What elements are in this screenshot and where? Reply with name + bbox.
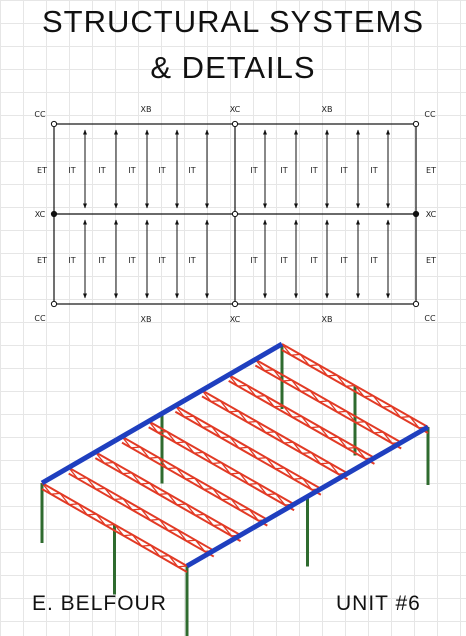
joist-web [228, 374, 375, 460]
joist-truss-3 [201, 389, 349, 481]
label-cc-tr: CC [424, 110, 436, 119]
joist-truss-0 [281, 343, 429, 434]
joist-bottom-chord [148, 426, 295, 512]
label-xb-tr: XB [322, 105, 333, 114]
label-et-left-0: ET [37, 166, 47, 175]
joist-bottom-chord [281, 349, 429, 434]
plan-node-3 [50, 210, 58, 218]
label-it-1-6: IT [280, 256, 287, 265]
joist-web [174, 405, 321, 491]
joist-web [121, 436, 268, 522]
label-it-0-9: IT [370, 166, 377, 175]
title-line-1: STRUCTURAL SYSTEMS [41, 4, 424, 39]
label-xc-right: XC [426, 210, 437, 219]
joist-truss-8 [68, 466, 215, 558]
label-it-0-0: IT [68, 166, 75, 175]
joist-web [68, 467, 214, 553]
label-it-0-6: IT [280, 166, 287, 175]
label-cc-br: CC [424, 314, 436, 323]
label-et-left-1: ET [37, 256, 47, 265]
plan-node-4 [231, 210, 239, 218]
joist-bottom-chord [254, 364, 402, 450]
label-xc-left: XC [35, 210, 46, 219]
joist-truss-6 [121, 435, 268, 527]
unit-number: UNIT #6 [336, 592, 421, 615]
label-xc-bottom: XC [230, 315, 241, 324]
joist-bottom-chord [94, 457, 242, 542]
label-it-1-2: IT [128, 256, 135, 265]
joist-web [201, 389, 348, 475]
joist-truss-9 [41, 482, 188, 573]
joist-bottom-chord [228, 380, 375, 465]
label-it-0-7: IT [310, 166, 317, 175]
label-it-0-1: IT [98, 166, 105, 175]
label-it-0-2: IT [128, 166, 135, 175]
joist-truss-1 [254, 358, 402, 450]
plan-node-6 [50, 300, 58, 308]
joist-web [281, 343, 429, 429]
girder-right [185, 424, 430, 569]
joist-truss-7 [94, 451, 242, 542]
plan-node-1 [231, 120, 239, 128]
label-cc-tl: CC [34, 110, 46, 119]
label-it-0-3: IT [158, 166, 165, 175]
framing-plan: CC CC CC CC XB XB XB XB XC XC XC XC ET ET IT IT IT IT IT IT… [34, 105, 437, 324]
label-it-1-7: IT [310, 256, 317, 265]
label-it-1-9: IT [370, 256, 377, 265]
label-xb-bl: XB [141, 315, 152, 324]
label-xb-br: XB [322, 315, 333, 324]
plan-node-2 [412, 120, 420, 128]
label-et-right-0: ET [426, 166, 436, 175]
label-it-1-4: IT [188, 256, 195, 265]
joist-truss-4 [174, 404, 322, 496]
label-it-1-1: IT [98, 256, 105, 265]
label-it-0-5: IT [250, 166, 257, 175]
plan-node-8 [412, 300, 420, 308]
joist-truss-2 [228, 374, 375, 465]
label-et-right-1: ET [426, 256, 436, 265]
plan-node-0 [50, 120, 58, 128]
joist-bottom-chord [121, 441, 268, 527]
joist-bottom-chord [68, 472, 215, 558]
joist-web [41, 482, 188, 568]
joist-web [94, 451, 241, 537]
label-it-0-8: IT [340, 166, 347, 175]
joist-truss-5 [148, 420, 295, 512]
author-name: E. BELFOUR [32, 592, 167, 615]
label-it-1-8: IT [340, 256, 347, 265]
joist-web [148, 420, 295, 506]
joist-web [254, 358, 402, 444]
joist-bottom-chord [41, 488, 188, 573]
label-xb-tl: XB [141, 105, 152, 114]
label-xc-top: XC [230, 105, 241, 114]
label-it-1-0: IT [68, 256, 75, 265]
label-it-1-5: IT [250, 256, 257, 265]
label-it-0-4: IT [188, 166, 195, 175]
girder-left [40, 341, 284, 486]
plan-node-7 [231, 300, 239, 308]
title-line-2: & DETAILS [150, 50, 316, 85]
label-it-1-3: IT [158, 256, 165, 265]
joist-bottom-chord [201, 395, 349, 481]
label-cc-bl: CC [34, 314, 46, 323]
plan-node-5 [412, 210, 420, 218]
joist-bottom-chord [174, 410, 322, 496]
